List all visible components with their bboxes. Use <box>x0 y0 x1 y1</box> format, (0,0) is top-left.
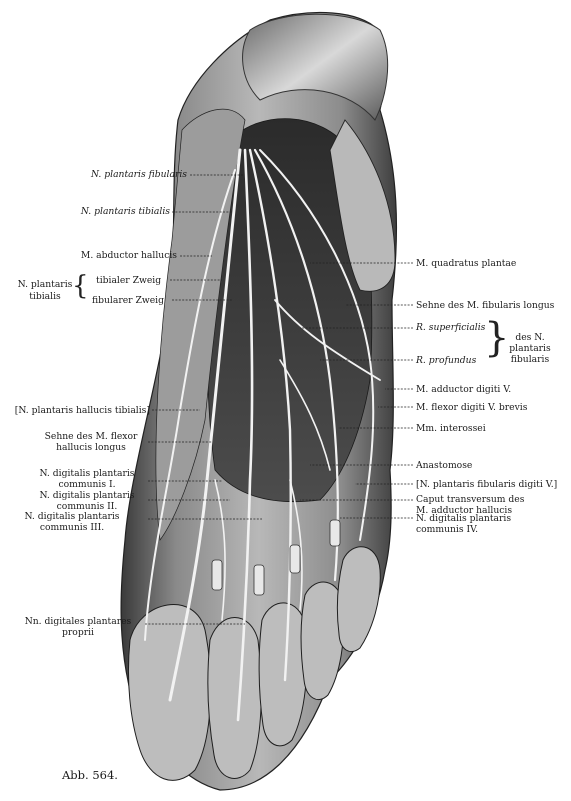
label-tibialer-zweig: tibialer Zweig <box>96 275 162 286</box>
label-des-n-3: fibularis <box>510 354 550 365</box>
label-n-dig-comm-2-b: communis II. <box>56 501 118 512</box>
label-n-dig-comm-4-a: N. digitalis plantaris <box>416 513 512 524</box>
label-n-plantaris-fibularis-digiti-v: [N. plantaris fibularis digiti V.] <box>416 479 558 490</box>
label-caput-transversum-2: M. adductor hallucis <box>416 505 513 516</box>
brace-right-fibularis: } <box>484 315 510 361</box>
label-n-plantaris-tibialis-group-2: tibialis <box>29 291 61 302</box>
label-r-profundus: R. profundus <box>416 355 477 366</box>
label-des-n-1: des N. <box>515 332 545 343</box>
label-n-dig-comm-2-a: N. digitalis plantaris <box>39 490 135 501</box>
label-fibularer-zweig: fibularer Zweig <box>92 295 164 306</box>
nerve-strands <box>144 148 381 722</box>
figure-caption: Abb. 564. <box>62 768 118 782</box>
label-n-dig-comm-3-b: communis III. <box>39 522 105 533</box>
label-n-dig-comm-3-a: N. digitalis plantaris <box>24 511 120 522</box>
label-anastomose: Anastomose <box>416 460 473 471</box>
label-r-superficialis: R. superficialis <box>416 322 486 333</box>
label-m-flexor-digiti-v: M. flexor digiti V. brevis <box>416 402 528 413</box>
label-n-plantaris-hallucis-tibialis: [N. plantaris hallucis tibialis] <box>14 405 150 416</box>
label-m-quadratus-plantae: M. quadratus plantae <box>416 258 517 269</box>
label-sehne-flexor-hallucis-1: Sehne des M. flexor <box>44 431 138 442</box>
label-n-plantaris-tibialis: N. plantaris tibialis <box>80 206 170 217</box>
label-des-n-2: plantaris <box>509 343 551 354</box>
label-n-dig-comm-4-b: communis IV. <box>416 524 479 535</box>
label-mm-interossei: Mm. interossei <box>416 423 486 434</box>
toes <box>127 546 381 781</box>
label-sehne-fibularis-longus: Sehne des M. fibularis longus <box>416 300 555 311</box>
label-sehne-flexor-hallucis-2: hallucis longus <box>56 442 126 453</box>
flexor-tendons <box>211 519 341 596</box>
label-n-plantaris-fibularis: N. plantaris fibularis <box>90 169 187 180</box>
label-n-dig-comm-1-a: N. digitalis plantaris <box>39 468 135 479</box>
label-nn-dig-propr-b: proprii <box>62 627 94 638</box>
label-caput-transversum-1: Caput transversum des <box>416 494 525 505</box>
label-n-dig-comm-1-b: communis I. <box>58 479 116 490</box>
label-n-plantaris-tibialis-group-1: N. plantaris <box>17 279 73 290</box>
brace-left-tibialis: { <box>72 271 89 301</box>
label-m-abductor-hallucis: M. abductor hallucis <box>80 250 177 261</box>
leader-lines <box>145 174 413 625</box>
label-m-adductor-digiti-v: M. adductor digiti V. <box>416 384 512 395</box>
label-nn-dig-propr-a: Nn. digitales plantares <box>24 616 132 627</box>
